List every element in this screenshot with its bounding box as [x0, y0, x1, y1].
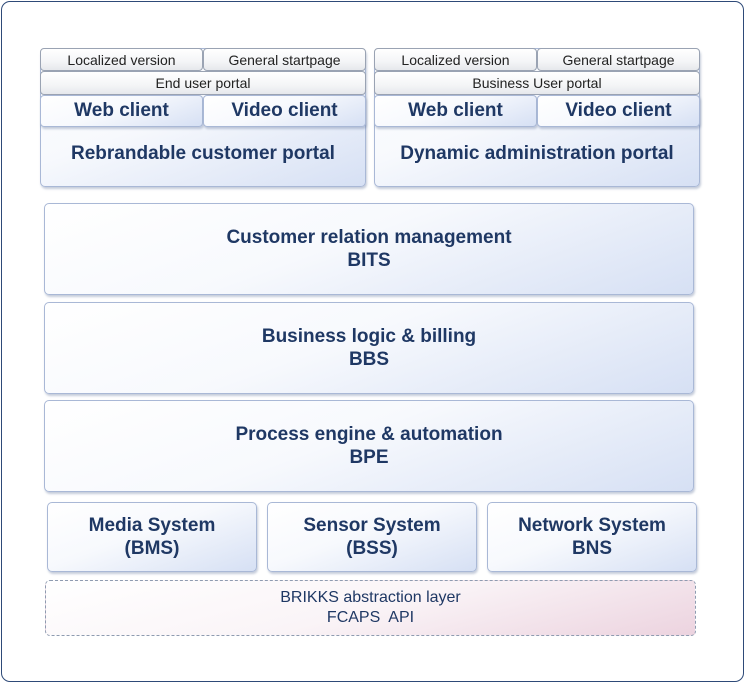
network-system-code: BNS: [571, 538, 613, 559]
process-engine-layer: Process engine & automation BPE: [44, 400, 694, 492]
left-localized-version-tab: Localized version: [40, 48, 203, 71]
right-portal-title: Dynamic administration portal: [400, 143, 674, 164]
media-system-box: Media System (BMS): [47, 502, 257, 572]
abstraction-layer-title: BRIKKS abstraction layer: [280, 589, 461, 606]
process-engine-layer-code: BPE: [349, 447, 389, 468]
crm-layer-code: BITS: [347, 250, 391, 271]
right-localized-version-tab: Localized version: [374, 48, 537, 71]
network-system-box: Network System BNS: [487, 502, 697, 572]
billing-layer-title: Business logic & billing: [261, 326, 477, 347]
right-general-startpage-tab: General startpage: [537, 48, 700, 71]
crm-layer: Customer relation management BITS: [44, 203, 694, 295]
billing-layer: Business logic & billing BBS: [44, 302, 694, 394]
left-general-startpage-tab: General startpage: [203, 48, 366, 71]
right-web-client: Web client: [374, 95, 537, 127]
network-system-title: Network System: [518, 515, 666, 536]
media-system-title: Media System: [88, 515, 216, 536]
business-user-portal-bar: Business User portal: [374, 71, 700, 95]
left-video-client: Video client: [203, 95, 366, 127]
crm-layer-title: Customer relation management: [226, 227, 512, 248]
billing-layer-code: BBS: [348, 349, 390, 370]
process-engine-layer-title: Process engine & automation: [235, 424, 503, 445]
end-user-portal-bar: End user portal: [40, 71, 366, 95]
abstraction-layer-api: FCAPS API: [326, 609, 415, 626]
sensor-system-box: Sensor System (BSS): [267, 502, 477, 572]
left-web-client: Web client: [40, 95, 203, 127]
right-video-client: Video client: [537, 95, 700, 127]
sensor-system-title: Sensor System: [303, 515, 441, 536]
abstraction-layer: BRIKKS abstraction layer FCAPS API: [45, 580, 696, 636]
left-portal-title: Rebrandable customer portal: [71, 143, 335, 164]
media-system-code: (BMS): [124, 538, 180, 559]
sensor-system-code: (BSS): [346, 538, 398, 559]
